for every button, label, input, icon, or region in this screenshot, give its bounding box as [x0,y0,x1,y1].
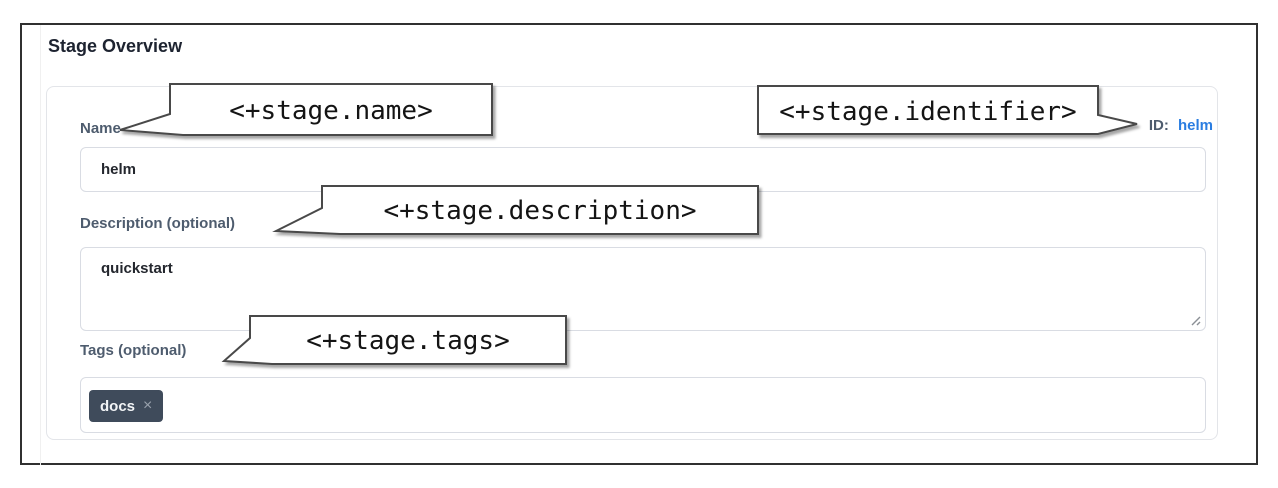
page-title: Stage Overview [48,36,183,56]
stage-id-row: ID: helm [1149,117,1213,134]
description-textarea-value: quickstart [101,260,173,277]
panel-divider [40,25,41,465]
description-textarea[interactable]: quickstart [80,247,1206,331]
tag-chip-label: docs [100,397,136,415]
tags-label: Tags (optional) [80,342,187,359]
id-label: ID: [1148,117,1169,134]
name-label: Name [80,120,121,137]
textarea-resize-icon[interactable] [1189,314,1201,326]
name-input-value: helm [101,161,137,178]
description-label: Description (optional) [80,215,235,232]
tags-input[interactable]: docs × [80,377,1206,433]
tag-remove-icon[interactable]: × [143,397,153,414]
name-input[interactable]: helm [80,147,1206,192]
id-value: helm [1177,117,1213,134]
tag-chip: docs × [89,390,164,422]
